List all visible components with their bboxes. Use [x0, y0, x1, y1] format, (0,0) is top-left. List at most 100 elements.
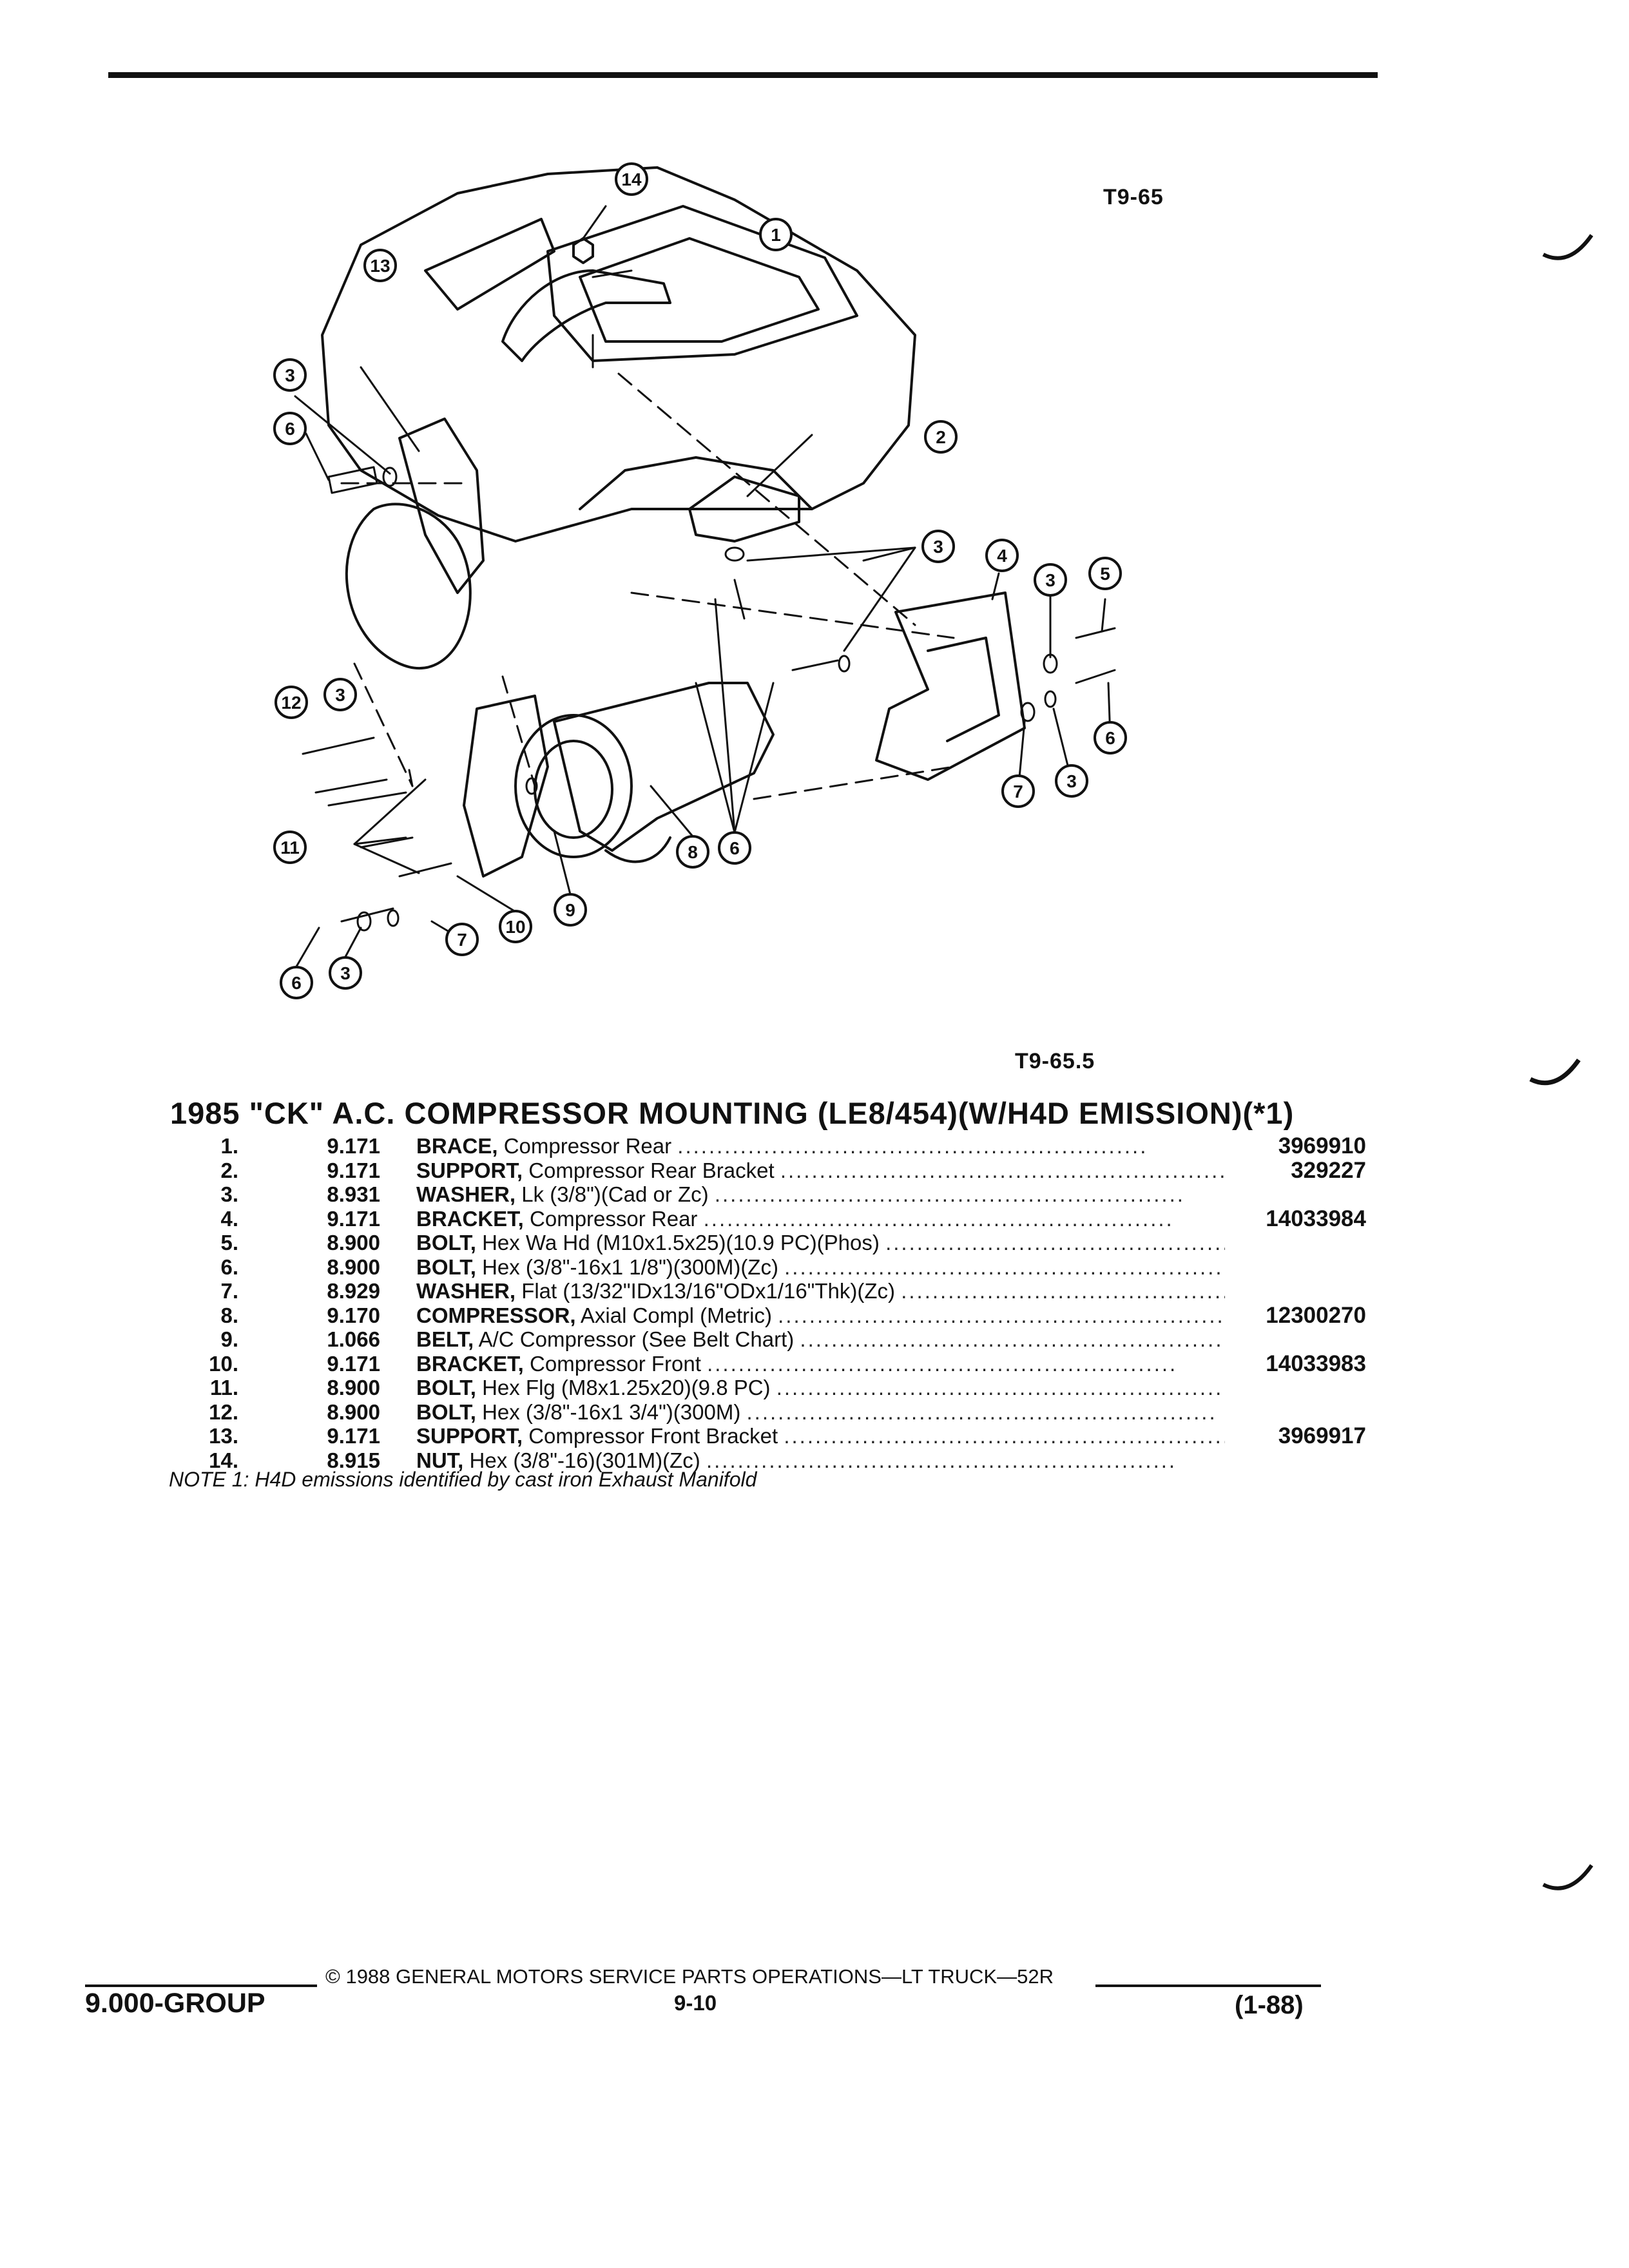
- svg-text:7: 7: [457, 930, 467, 950]
- compressor-face: [514, 714, 633, 858]
- part-index: 4.: [220, 1206, 238, 1231]
- part-group-code: 8.900: [327, 1399, 380, 1424]
- callout-6a: 6: [273, 412, 307, 445]
- leader-dots: ........................................…: [776, 1376, 1225, 1399]
- binder-hole-mark: [1542, 234, 1594, 260]
- callout-9: 9: [554, 893, 587, 927]
- part-number: 3969917: [1278, 1423, 1366, 1448]
- front-bracket-13: [398, 418, 485, 594]
- figure-ref-top: T9-65: [1103, 185, 1164, 209]
- callout-3c: 3: [1034, 563, 1067, 597]
- top-rule: [108, 72, 1378, 78]
- callout-3e: 3: [323, 678, 357, 711]
- part-detail: Compressor Front Bracket: [528, 1424, 778, 1448]
- part-name: WASHER,: [416, 1182, 516, 1206]
- svg-text:3: 3: [285, 365, 295, 385]
- part-name: SUPPORT,: [416, 1424, 523, 1448]
- svg-text:6: 6: [729, 838, 740, 858]
- part-group-code: 9.170: [327, 1303, 380, 1327]
- svg-text:3: 3: [1066, 771, 1077, 791]
- part-description: NUT, Hex (3/8"-16)(301M)(Zc) ...........…: [416, 1448, 1225, 1472]
- part-index: 5.: [220, 1231, 238, 1254]
- callout-13: 13: [363, 249, 397, 282]
- part-name: BRACKET,: [416, 1351, 524, 1376]
- part-description: BOLT, Hex (3/8"-16x1 3/4")(300M) .......…: [416, 1400, 1225, 1424]
- part-description: WASHER, Flat (13/32"IDx13/16"ODx1/16"Thk…: [416, 1279, 1225, 1303]
- part-detail: Lk (3/8")(Cad or Zc): [521, 1182, 709, 1206]
- rear-bracket-support: [688, 476, 800, 543]
- part-index: 6.: [220, 1254, 238, 1279]
- part-name: SUPPORT,: [416, 1158, 523, 1182]
- pulley: [345, 503, 472, 669]
- part-name: BRACE,: [416, 1134, 498, 1158]
- valve-cover: [546, 205, 858, 362]
- compressor-body: [553, 682, 775, 852]
- leader-dots: ........................................…: [746, 1399, 1217, 1424]
- svg-text:3: 3: [1045, 570, 1055, 590]
- callout-5: 5: [1088, 557, 1122, 590]
- part-detail: Compressor Rear: [530, 1206, 698, 1231]
- rear-bracket-inner: [927, 637, 1000, 742]
- leader-dots: ........................................…: [885, 1231, 1225, 1254]
- part-group-code: 9.171: [327, 1158, 380, 1182]
- part-number: 14033983: [1266, 1350, 1366, 1376]
- part-detail: Hex Wa Hd (M10x1.5x25)(10.9 PC)(Phos): [482, 1231, 880, 1254]
- callout-3d: 3: [1055, 764, 1088, 798]
- part-name: BOLT,: [416, 1376, 476, 1399]
- callout-4: 4: [985, 539, 1019, 572]
- svg-text:6: 6: [1105, 728, 1115, 748]
- leader-dots: ........................................…: [780, 1158, 1225, 1182]
- part-index: 2.: [220, 1158, 238, 1182]
- part-description: BRACE, Compressor Rear .................…: [416, 1134, 1225, 1158]
- nut: [572, 237, 594, 264]
- svg-text:2: 2: [936, 427, 946, 447]
- part-detail: Hex (3/8"-16x1 3/4")(300M): [482, 1399, 741, 1424]
- callout-3a: 3: [273, 358, 307, 392]
- page-title: 1985 "CK" A.C. COMPRESSOR MOUNTING (LE8/…: [170, 1096, 1295, 1130]
- svg-text:12: 12: [281, 693, 301, 713]
- part-name: BOLT,: [416, 1399, 476, 1424]
- part-group-code: 9.171: [327, 1134, 380, 1158]
- binder-hole-mark: [1542, 1864, 1594, 1890]
- part-description: BOLT, Hex (3/8"-16x1 1/8")(300M)(Zc) ...…: [416, 1255, 1225, 1279]
- figure-ref-bottom: T9-65.5: [1015, 1049, 1095, 1073]
- callout-6b: 6: [1094, 721, 1127, 754]
- part-description: BRACKET, Compressor Front ..............…: [416, 1352, 1225, 1376]
- part-index: 11.: [209, 1376, 238, 1399]
- part-index: 13.: [209, 1424, 238, 1448]
- part-index: 7.: [220, 1279, 238, 1303]
- part-description: BOLT, Hex Wa Hd (M10x1.5x25)(10.9 PC)(Ph…: [416, 1231, 1225, 1254]
- valve-cover-inner: [579, 237, 820, 343]
- part-detail: Hex Flg (M8x1.25x20)(9.8 PC): [482, 1376, 771, 1399]
- leader-dots: ........................................…: [784, 1424, 1225, 1448]
- part-index: 14.: [209, 1448, 238, 1472]
- part-description: BRACKET, Compressor Rear ...............…: [416, 1207, 1225, 1231]
- part-group-code: 8.915: [327, 1448, 380, 1472]
- callout-8: 8: [676, 835, 709, 869]
- part-detail: Axial Compl (Metric): [580, 1303, 772, 1327]
- callout-3b: 3: [921, 530, 955, 563]
- callout-6d: 6: [280, 966, 313, 999]
- part-group-code: 9.171: [327, 1206, 380, 1231]
- part-name: BOLT,: [416, 1254, 476, 1279]
- footnote: NOTE 1: H4D emissions identified by cast…: [169, 1468, 757, 1491]
- bolts: [302, 334, 1116, 923]
- rear-bracket: [875, 591, 1026, 781]
- part-index: 3.: [220, 1182, 238, 1206]
- leader-dots: ........................................…: [778, 1303, 1225, 1327]
- part-detail: Hex (3/8"-16)(301M)(Zc): [469, 1448, 700, 1472]
- footer-rule-left: [85, 1984, 317, 1987]
- svg-text:8: 8: [688, 842, 698, 862]
- exhaust-manifold: [579, 456, 813, 510]
- footer-page-number: 9-10: [674, 1991, 717, 2015]
- leader-dots: ........................................…: [677, 1134, 1148, 1158]
- svg-text:11: 11: [280, 838, 300, 858]
